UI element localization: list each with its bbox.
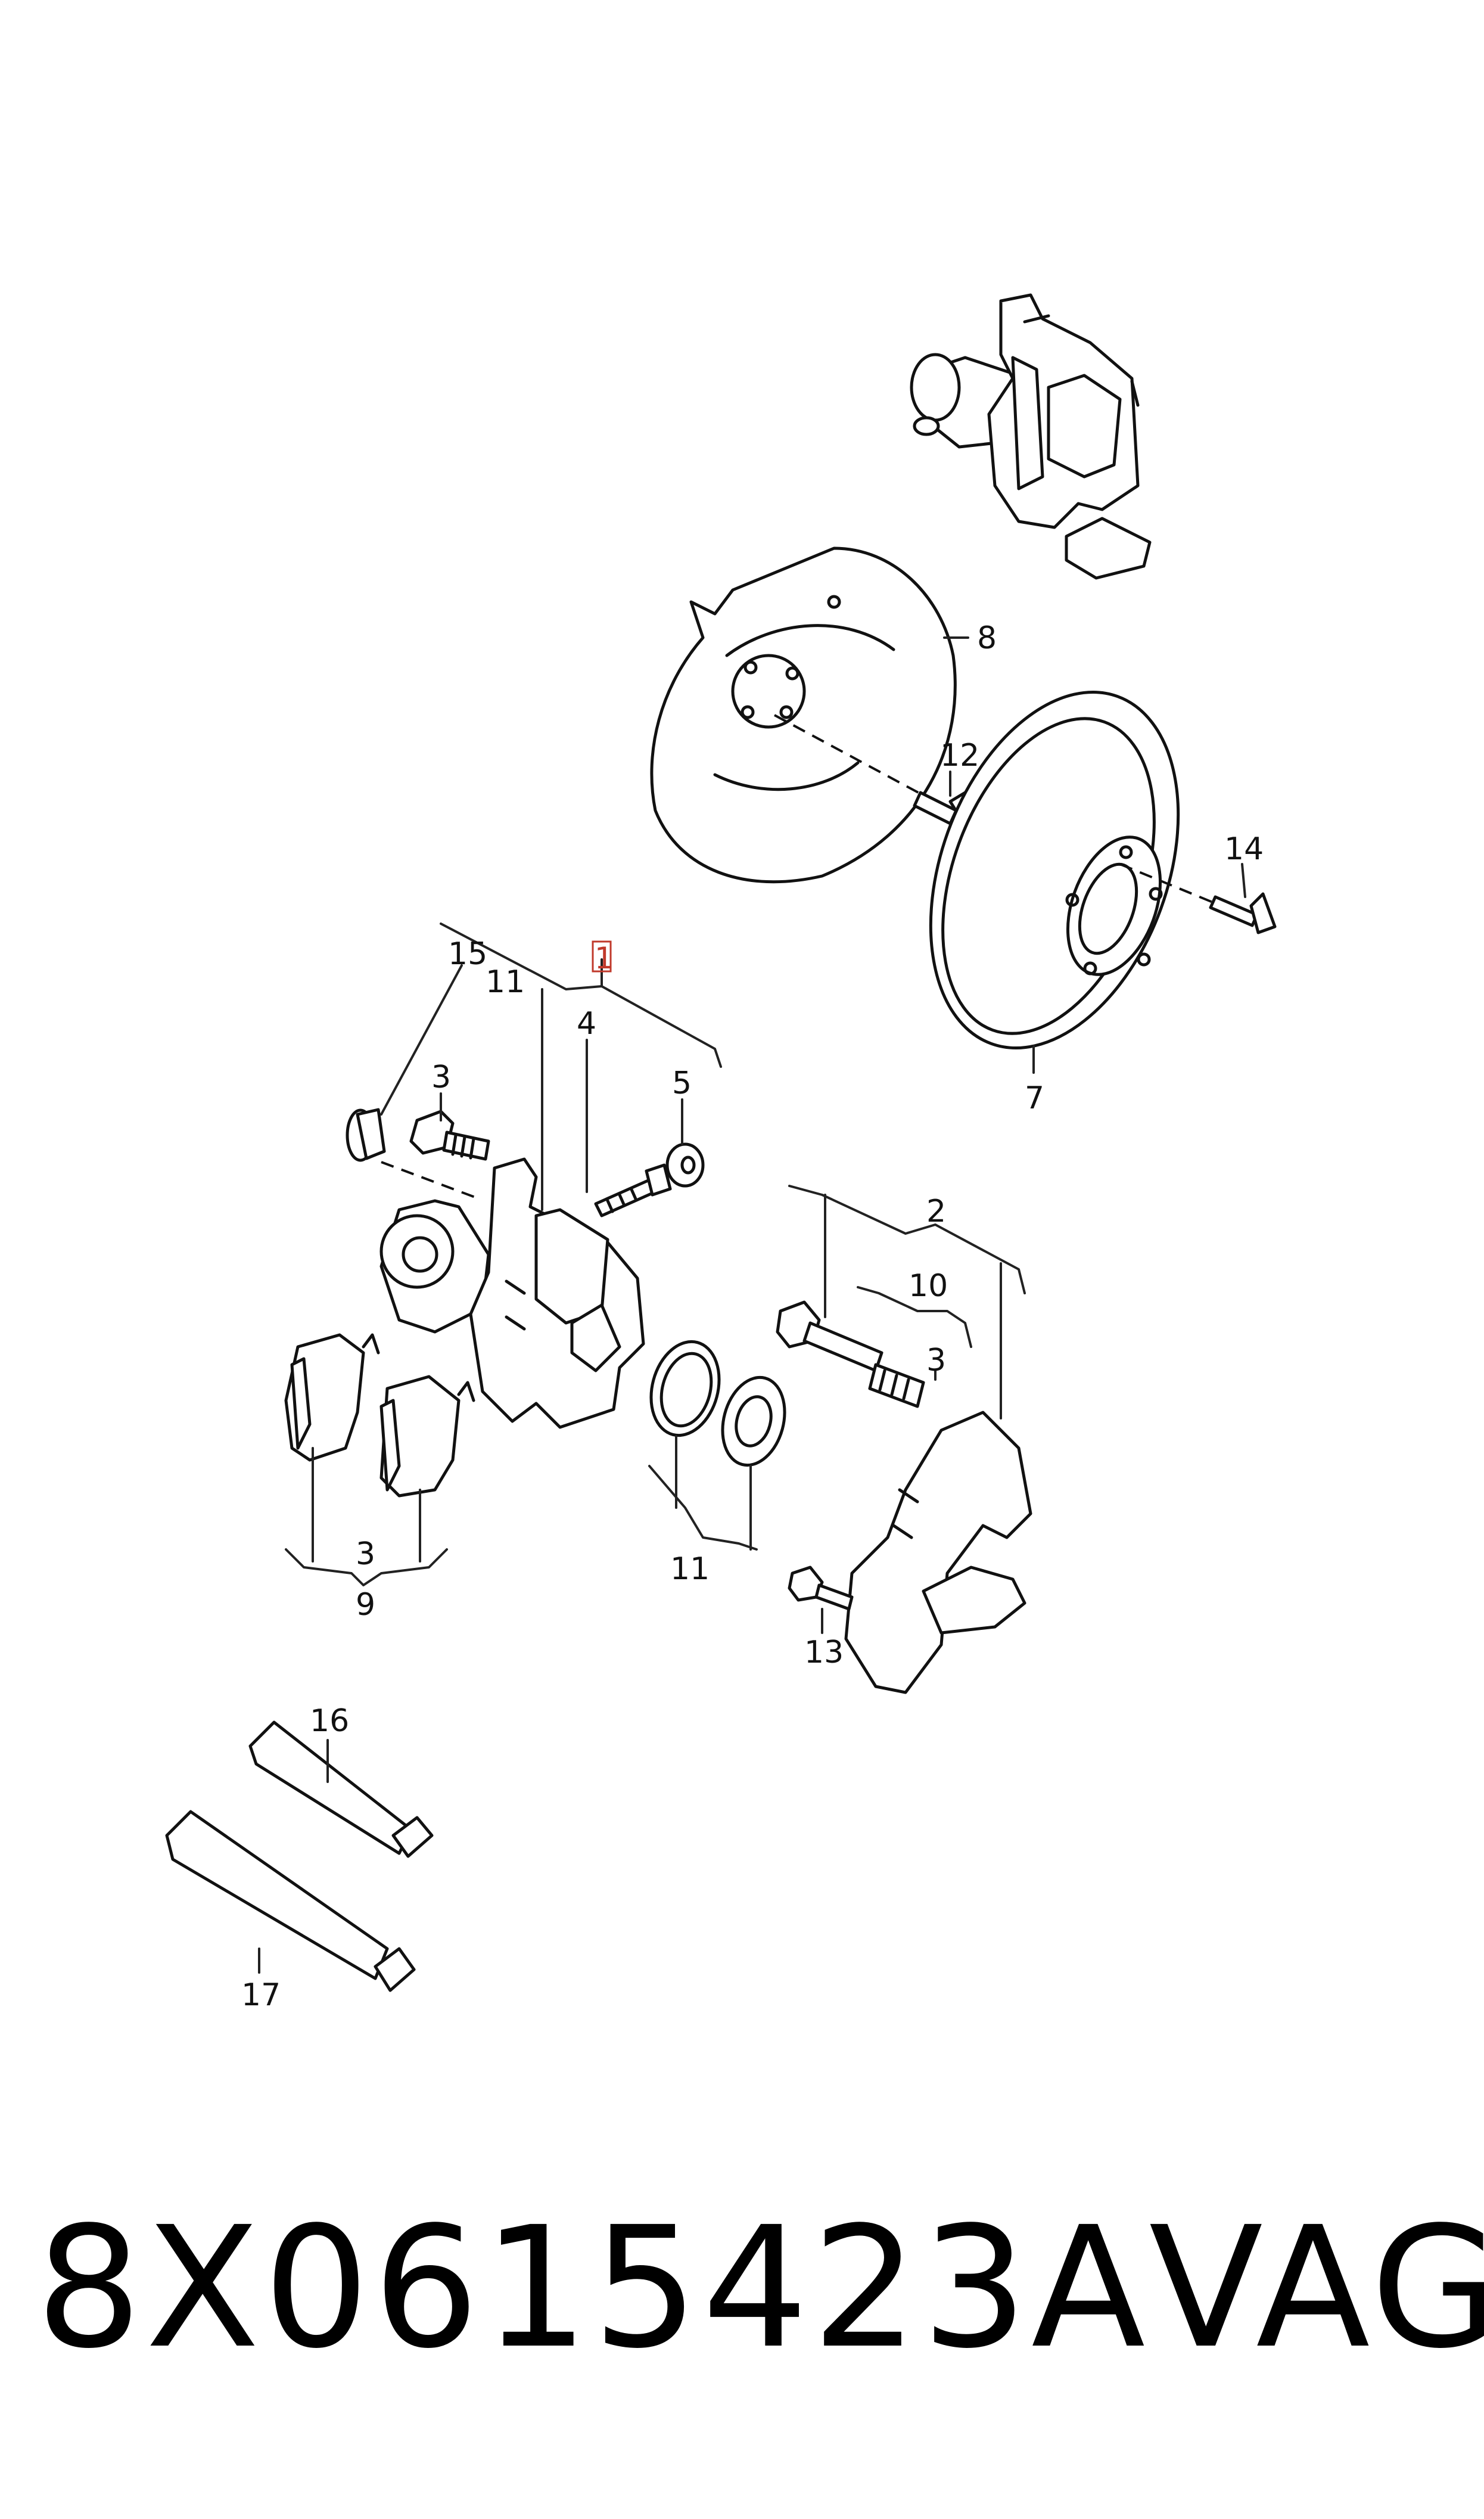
callout-7: 7 <box>1025 1080 1044 1116</box>
brake-pads <box>284 1333 475 1498</box>
callout-17: 17 <box>241 1977 281 2013</box>
part-number: 8X0615423A <box>36 2191 1149 2386</box>
grease-tube-16 <box>248 1720 434 1858</box>
brake-carrier <box>844 1411 1032 1694</box>
grease-tube-17 <box>165 1810 416 1992</box>
bleeder-screw <box>594 1163 672 1217</box>
callout-3-mid: 3 <box>926 1343 946 1378</box>
brake-caliper-assembly <box>379 1157 645 1429</box>
splash-shield <box>650 546 957 884</box>
callout-14: 14 <box>1224 831 1264 867</box>
callout-8: 8 <box>977 620 997 656</box>
seal-and-bearing <box>649 1340 786 1467</box>
callout-11-upper: 11 <box>486 964 525 1000</box>
callout-1-highlight-box <box>592 940 612 973</box>
disc-screw <box>1119 863 1277 934</box>
bleeder-cap <box>665 1142 705 1188</box>
callout-9: 9 <box>356 1587 375 1623</box>
footer-caption: 8X0615423A VAG <box>36 2191 1484 2386</box>
callout-2: 2 <box>926 1194 946 1229</box>
carrier-bolt <box>776 1300 925 1408</box>
leader-lines <box>258 636 1246 1974</box>
carrier-bolt-lower <box>788 1566 854 1611</box>
brand-name: VAG <box>1149 2191 1484 2386</box>
callout-12: 12 <box>940 738 979 774</box>
complete-caliper-top <box>910 293 1152 580</box>
guide-bolt-upper <box>381 1110 490 1199</box>
callout-15: 15 <box>448 936 487 972</box>
callout-13: 13 <box>804 1635 844 1670</box>
callout-5: 5 <box>672 1066 692 1101</box>
callout-4: 4 <box>577 1006 596 1042</box>
callout-11-lower: 11 <box>670 1551 710 1587</box>
callout-labels: 8 12 14 7 1 15 11 4 5 3 2 10 3 11 3 9 13… <box>241 620 1264 2013</box>
callout-10: 10 <box>909 1268 948 1304</box>
callout-16: 16 <box>310 1703 349 1739</box>
guide-washer <box>346 1108 386 1162</box>
callout-3-upper: 3 <box>431 1060 451 1095</box>
callout-3-lower: 3 <box>356 1536 375 1572</box>
callout-1: 1 <box>595 941 614 976</box>
